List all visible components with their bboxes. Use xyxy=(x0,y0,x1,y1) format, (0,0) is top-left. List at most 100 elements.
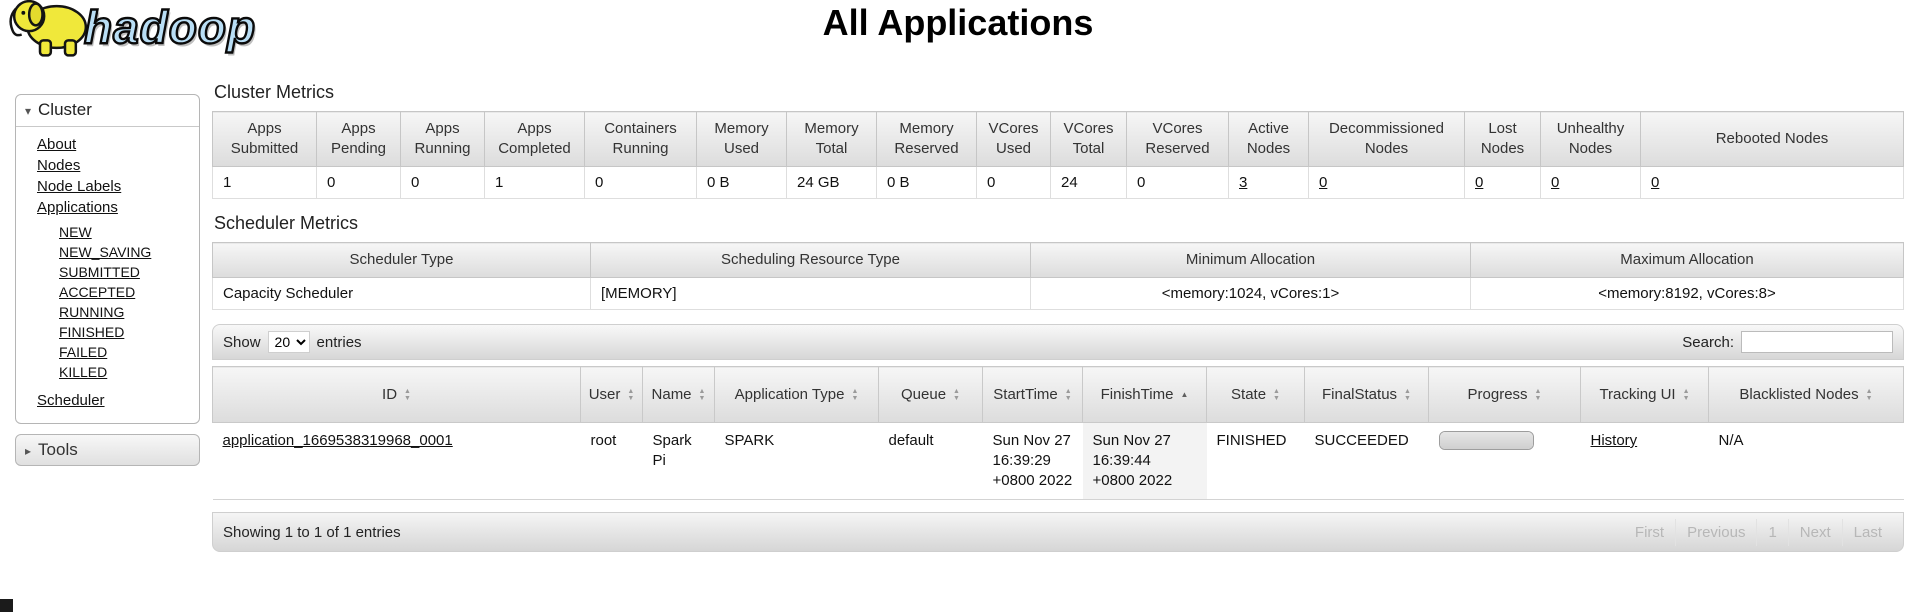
sort-header-progress[interactable]: Progress▲▼ xyxy=(1428,366,1581,423)
col-apps-pending: Apps Pending xyxy=(316,111,401,167)
sort-both-icon: ▲▼ xyxy=(1865,387,1873,402)
sidebar-item-nodes: Nodes xyxy=(37,155,199,176)
nodes-link[interactable]: Nodes xyxy=(37,157,81,174)
vcores-used-value: 0 xyxy=(976,166,1051,199)
search-label: Search: xyxy=(1682,333,1734,351)
node-labels-link[interactable]: Node Labels xyxy=(37,178,122,195)
app-queue-cell: default xyxy=(878,422,983,500)
entries-label: entries xyxy=(316,333,362,351)
app-tracking-cell: History xyxy=(1580,422,1709,500)
main-content: Cluster Metrics Apps Submitted Apps Pend… xyxy=(212,82,1904,552)
state-new-saving-link[interactable]: NEW_SAVING xyxy=(59,244,152,260)
page-title: All Applications xyxy=(822,2,1094,43)
show-label: Show xyxy=(223,333,261,351)
next-page-button[interactable]: Next xyxy=(1787,518,1842,546)
col-memory-reserved: Memory Reserved xyxy=(876,111,977,167)
lost-nodes-cell: 0 xyxy=(1464,166,1541,199)
previous-page-button[interactable]: Previous xyxy=(1675,518,1756,546)
app-blacklisted-cell: N/A xyxy=(1708,422,1904,500)
cluster-metrics-header-row: Apps Submitted Apps Pending Apps Running… xyxy=(212,111,1904,167)
app-user-cell: root xyxy=(580,422,643,500)
app-finishtime-cell: Sun Nov 27 16:39:44 +0800 2022 xyxy=(1082,422,1207,500)
hadoop-logo-link[interactable]: hadoop xyxy=(6,0,256,62)
application-row: application_1669538319968_0001 root Spar… xyxy=(212,422,1904,500)
col-lost-nodes: Lost Nodes xyxy=(1464,111,1541,167)
col-memory-used: Memory Used xyxy=(696,111,787,167)
sidebar-item-state-submitted: SUBMITTED xyxy=(59,262,199,282)
col-decommissioned-nodes: Decommissioned Nodes xyxy=(1308,111,1465,167)
active-nodes-link[interactable]: 3 xyxy=(1239,174,1248,191)
apps-pending-value: 0 xyxy=(316,166,401,199)
sort-header-user[interactable]: User▲▼ xyxy=(580,366,643,423)
cluster-nav-panel: ▾Cluster About Nodes Node Labels Applica… xyxy=(15,94,200,424)
apps-completed-value: 1 xyxy=(484,166,585,199)
col-apps-running: Apps Running xyxy=(400,111,485,167)
sort-header-name[interactable]: Name▲▼ xyxy=(642,366,715,423)
containers-running-value: 0 xyxy=(584,166,697,199)
col-scheduling-resource-type: Scheduling Resource Type xyxy=(590,242,1031,278)
sort-header-finishtime[interactable]: FinishTime▲ xyxy=(1082,366,1207,423)
sort-both-icon: ▲▼ xyxy=(1534,387,1542,402)
sort-header-tracking-ui[interactable]: Tracking UI▲▼ xyxy=(1580,366,1709,423)
page-number-button[interactable]: 1 xyxy=(1756,518,1787,546)
applications-link[interactable]: Applications xyxy=(37,199,118,216)
app-progress-cell xyxy=(1428,422,1581,500)
state-killed-link[interactable]: KILLED xyxy=(59,364,108,380)
page-size-select[interactable]: 20 xyxy=(267,331,310,353)
unhealthy-nodes-link[interactable]: 0 xyxy=(1551,174,1560,191)
app-name-cell: Spark Pi xyxy=(642,422,715,500)
sidebar-item-state-new: NEW xyxy=(59,222,199,242)
memory-reserved-value: 0 B xyxy=(876,166,977,199)
col-unhealthy-nodes: Unhealthy Nodes xyxy=(1540,111,1641,167)
cluster-metrics-value-row: 1 0 0 1 0 0 B 24 GB 0 B 0 24 0 3 0 0 0 0 xyxy=(212,166,1904,199)
sidebar: ▾Cluster About Nodes Node Labels Applica… xyxy=(15,94,200,466)
sort-header-finalstatus[interactable]: FinalStatus▲▼ xyxy=(1304,366,1429,423)
col-scheduler-type: Scheduler Type xyxy=(212,242,591,278)
first-page-button[interactable]: First xyxy=(1634,523,1665,541)
scheduler-metrics-heading: Scheduler Metrics xyxy=(214,213,359,233)
lost-nodes-link[interactable]: 0 xyxy=(1475,174,1484,191)
col-minimum-allocation: Minimum Allocation xyxy=(1030,242,1471,278)
sort-header-blacklisted-nodes[interactable]: Blacklisted Nodes▲▼ xyxy=(1708,366,1904,423)
state-finished-link[interactable]: FINISHED xyxy=(59,324,125,340)
scheduler-link[interactable]: Scheduler xyxy=(37,392,105,409)
state-submitted-link[interactable]: SUBMITTED xyxy=(59,264,140,280)
apps-submitted-value: 1 xyxy=(212,166,317,199)
sidebar-item-applications: Applications xyxy=(37,197,199,218)
table-toolbar: Show 20 entries Search: xyxy=(212,324,1904,360)
progress-bar-fill xyxy=(1439,432,1533,449)
col-rebooted-nodes: Rebooted Nodes xyxy=(1640,111,1904,167)
rebooted-nodes-link[interactable]: 0 xyxy=(1651,174,1660,191)
vcores-total-value: 24 xyxy=(1050,166,1127,199)
sort-both-icon: ▲▼ xyxy=(1404,387,1411,402)
sort-both-icon: ▲▼ xyxy=(698,387,706,402)
app-state-cell: FINISHED xyxy=(1206,422,1305,500)
sort-header-state[interactable]: State▲▼ xyxy=(1206,366,1305,423)
col-containers-running: Containers Running xyxy=(584,111,697,167)
memory-used-value: 0 B xyxy=(696,166,787,199)
history-link[interactable]: History xyxy=(1590,432,1638,449)
col-maximum-allocation: Maximum Allocation xyxy=(1470,242,1904,278)
sidebar-section-cluster[interactable]: ▾Cluster xyxy=(16,95,199,127)
state-failed-link[interactable]: FAILED xyxy=(59,344,108,360)
application-id-link[interactable]: application_1669538319968_0001 xyxy=(222,432,453,449)
background-window-artifact xyxy=(0,599,13,612)
sort-header-queue[interactable]: Queue▲▼ xyxy=(878,366,983,423)
state-new-link[interactable]: NEW xyxy=(59,224,92,240)
sort-header-application-type[interactable]: Application Type▲▼ xyxy=(714,366,879,423)
state-running-link[interactable]: RUNNING xyxy=(59,304,125,320)
sidebar-item-state-finished: FINISHED xyxy=(59,322,199,342)
about-link[interactable]: About xyxy=(37,136,77,153)
sort-header-starttime[interactable]: StartTime▲▼ xyxy=(982,366,1083,423)
decommissioned-nodes-cell: 0 xyxy=(1308,166,1465,199)
col-vcores-total: VCores Total xyxy=(1050,111,1127,167)
search-input[interactable] xyxy=(1741,331,1893,353)
sort-header-id[interactable]: ID▲▼ xyxy=(212,366,581,423)
col-vcores-reserved: VCores Reserved xyxy=(1126,111,1229,167)
last-page-button[interactable]: Last xyxy=(1841,518,1893,546)
state-accepted-link[interactable]: ACCEPTED xyxy=(59,284,136,300)
sort-both-icon: ▲▼ xyxy=(627,387,635,402)
sidebar-section-tools[interactable]: ▸Tools xyxy=(15,434,200,466)
decommissioned-nodes-link[interactable]: 0 xyxy=(1319,174,1328,191)
pagination: First Previous 1 Next Last xyxy=(1624,518,1893,546)
